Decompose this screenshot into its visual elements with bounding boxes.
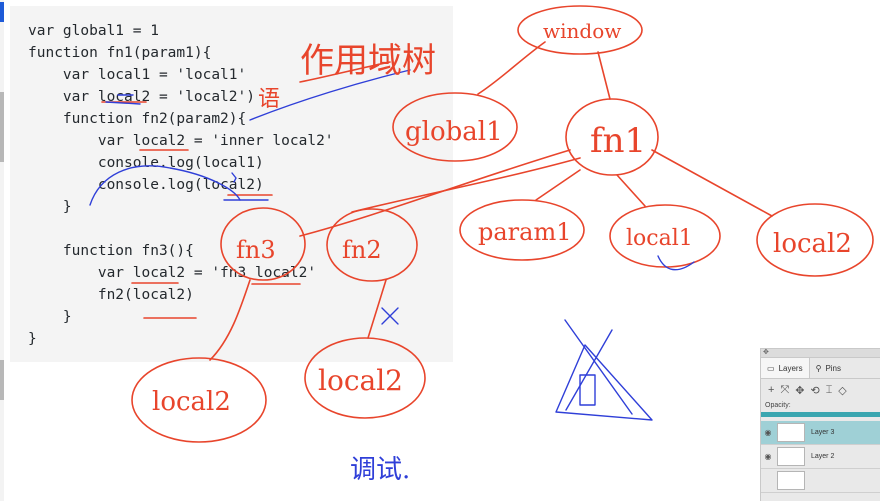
add-layer-icon[interactable]: +	[768, 384, 775, 396]
local2-right-node-label: local2	[773, 229, 852, 259]
tab-layers[interactable]: ▭ Layers	[761, 358, 810, 378]
panel-titlebar[interactable]: ✥	[761, 349, 880, 358]
blue-bracket	[89, 165, 241, 206]
blue-arrow-line	[249, 69, 411, 121]
layer-toolbar: + ⤧ ✥ ⟲ ⌶ ◇	[761, 379, 880, 401]
code-block: var global1 = 1 function fn1(param1){ var…	[28, 20, 334, 350]
fn2-node-label: fn2	[342, 236, 382, 264]
local2-right-node-outline	[756, 203, 874, 277]
param1-node-label: param1	[478, 218, 571, 246]
fn1-node-outline	[565, 98, 659, 176]
fn2-local2-node-outline	[304, 337, 426, 419]
window-node-label: window	[543, 19, 621, 43]
left-edge-strip	[0, 0, 4, 501]
layers-icon: ▭	[767, 363, 775, 373]
edge-scroll-segment	[0, 92, 4, 162]
edge-window-fn1	[597, 51, 611, 100]
layer-thumbnail	[777, 423, 805, 442]
layer-name: Layer 2	[811, 453, 835, 460]
local1-node-outline	[609, 204, 721, 268]
fn3-node-label: fn3	[236, 236, 276, 264]
fn3-local2-node-outline	[131, 357, 267, 443]
edge-scroll-segment	[0, 360, 4, 400]
code-line: }	[28, 309, 72, 325]
debug-note: 调试.	[350, 455, 410, 485]
global1-node-label: global1	[405, 117, 503, 147]
align-icon[interactable]: ⌶	[825, 383, 833, 396]
edge-fn1-param1	[535, 169, 581, 201]
fn1-node-label: fn1	[590, 121, 646, 161]
side-mark: 语	[258, 87, 280, 112]
layer-row[interactable]: ◉ Layer 2	[761, 445, 880, 469]
fn3-node-outline	[220, 207, 306, 281]
code-line: function fn3(){	[28, 243, 194, 259]
edge-window-global1	[477, 41, 546, 95]
rotate-icon[interactable]: ⟲	[810, 384, 820, 397]
code-line: var local2 = 'inner local2'	[28, 133, 334, 149]
global1-node-outline	[392, 92, 518, 162]
tab-pins-label: Pins	[825, 363, 841, 373]
blue-tree-doodle-box	[579, 374, 596, 406]
eye-icon[interactable]: ◉	[764, 452, 772, 461]
layers-panel[interactable]: ✥ ▭ Layers ⚲ Pins + ⤧ ✥ ⟲ ⌶ ◇ Opacity: ◉…	[760, 348, 880, 501]
param1-node-outline	[459, 199, 585, 261]
blue-check	[657, 255, 695, 271]
code-line: function fn2(param2){	[28, 111, 247, 127]
scope-tree-heading: 作用域树	[300, 41, 436, 81]
code-underline-blue	[105, 101, 141, 105]
edge-accent	[0, 2, 4, 22]
code-line: console.log(local2)	[28, 177, 264, 193]
code-line: var local2 = 'local2')	[28, 89, 255, 105]
blue-cross	[381, 307, 399, 325]
edge-fn2-local2	[367, 279, 387, 339]
code-line: function fn1(param1){	[28, 45, 212, 61]
eraser-icon[interactable]: ◇	[838, 384, 847, 397]
blue-tick	[231, 172, 237, 183]
code-line: }	[28, 331, 37, 347]
opacity-label: Opacity:	[765, 402, 791, 409]
eye-icon[interactable]: ◉	[764, 428, 772, 437]
code-line: fn2(local2)	[28, 287, 194, 303]
edge-fn1-local2	[651, 149, 773, 217]
fn3-local2-node-label: local2	[152, 387, 231, 417]
opacity-slider[interactable]	[761, 412, 880, 417]
layer-thumbnail	[777, 471, 805, 490]
merge-icon[interactable]: ⤧	[780, 383, 790, 396]
edge-fn1-fn2	[351, 157, 581, 213]
layer-name: Layer 3	[811, 429, 835, 436]
edge-fn1-local1	[616, 174, 646, 207]
code-line: }	[28, 199, 72, 215]
edge-fn3-local2	[209, 279, 251, 361]
code-line: var local2 = 'fn3 local2'	[28, 265, 317, 281]
window-node-outline	[517, 5, 643, 55]
edge-fn1-fn3	[299, 149, 571, 237]
panel-tabs: ▭ Layers ⚲ Pins	[761, 358, 880, 379]
heading-underline	[299, 61, 391, 83]
tab-layers-label: Layers	[778, 363, 803, 373]
local1-node-label: local1	[626, 226, 693, 251]
pin-icon: ⚲	[815, 363, 822, 373]
fn2-local2-node-label: local2	[318, 364, 403, 397]
layer-row[interactable]	[761, 469, 880, 493]
fn2-node-outline	[326, 208, 418, 282]
code-line: var global1 = 1	[28, 23, 159, 39]
blue-tree-doodle	[555, 319, 653, 421]
move-icon[interactable]: ✥	[795, 384, 805, 397]
layer-row[interactable]: ◉ Layer 3	[761, 421, 880, 445]
layer-thumbnail	[777, 447, 805, 466]
tab-pins[interactable]: ⚲ Pins	[810, 358, 847, 378]
code-line: var local1 = 'local1'	[28, 67, 247, 83]
